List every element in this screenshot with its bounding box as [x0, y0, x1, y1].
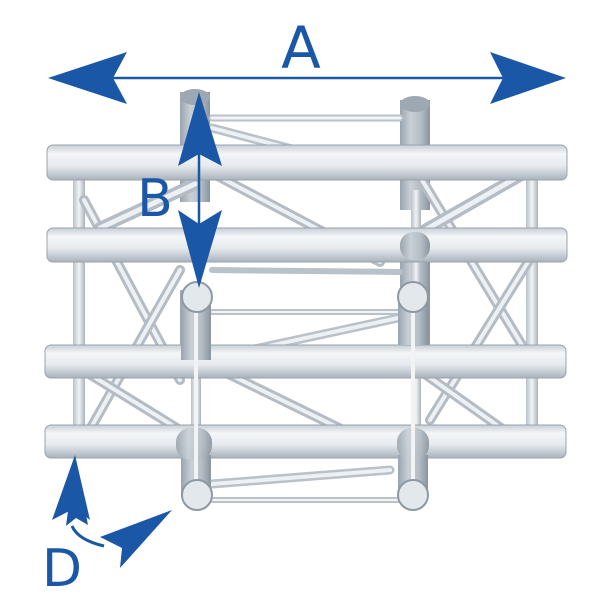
dimension-b	[178, 92, 222, 288]
tube-end-4	[397, 479, 429, 511]
dimension-d	[52, 455, 172, 568]
right-outer-vertical	[526, 168, 538, 440]
back-right-chord-cap	[400, 96, 430, 112]
arrow-left-icon	[48, 52, 127, 104]
dimension-a	[48, 52, 566, 104]
back-left-chord-cap	[180, 89, 210, 105]
horizontal-chord-1	[46, 144, 568, 181]
arrow-diagonal-d-icon	[100, 510, 172, 568]
horizontal-chord-4	[44, 424, 567, 459]
front-vertical-chords	[176, 232, 430, 511]
horizontal-chord-2	[46, 227, 568, 263]
arrow-vertical-d-icon	[52, 455, 90, 520]
label-a: A	[281, 14, 321, 82]
label-d: D	[42, 539, 82, 599]
arrow-down-icon	[178, 210, 222, 288]
arrow-right-icon	[490, 52, 566, 104]
arrow-up-icon	[178, 92, 222, 166]
horizontal-chords	[44, 144, 568, 459]
horizontal-chord-3	[44, 344, 567, 379]
tube-end-2	[397, 281, 429, 313]
tube-end-3	[181, 479, 213, 511]
label-b: B	[137, 169, 173, 229]
tube-end-1	[181, 281, 213, 313]
rotation-arc	[70, 525, 105, 548]
